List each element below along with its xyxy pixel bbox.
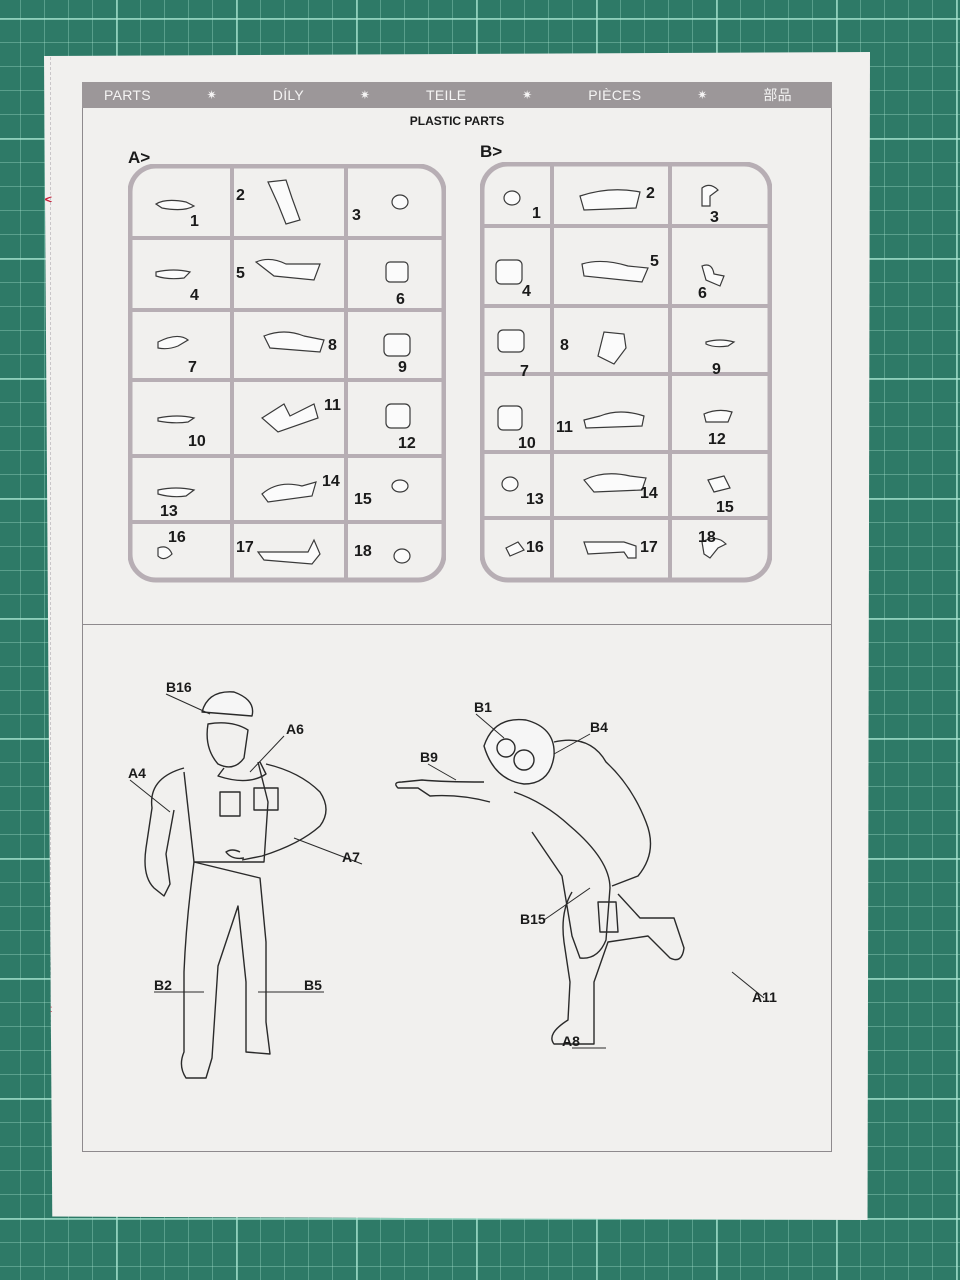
part-number: 18: [354, 543, 372, 560]
part-number: 3: [352, 207, 361, 224]
part-number: 13: [160, 503, 178, 520]
callout-label: B15: [520, 911, 546, 927]
part-number: 14: [322, 473, 340, 490]
scissors-icon: ✂: [38, 190, 54, 210]
lang-label: PIÈCES: [588, 87, 642, 103]
lang-label: 部品: [763, 87, 792, 103]
callout-label: B16: [166, 679, 192, 695]
callout-label: B5: [304, 977, 322, 993]
lang-label: TEILE: [425, 87, 467, 103]
part-number: 12: [708, 431, 726, 448]
star-separator-icon: ✷: [359, 88, 371, 102]
part-number: 3: [710, 209, 719, 226]
part-number: 9: [712, 361, 721, 378]
part-number: 9: [398, 359, 407, 376]
callout-label: B9: [420, 749, 438, 765]
part-number: 7: [520, 363, 529, 380]
part-number: 18: [698, 529, 716, 546]
part-number: 15: [716, 499, 734, 516]
part-number: 10: [188, 433, 206, 450]
assembly-illustration: B16 A6 A4 A7 B2 B5 B1 B4 B9 B15 A11 A8: [128, 679, 777, 1079]
lang-label: PARTS: [104, 87, 151, 103]
part-number: 11: [324, 397, 341, 414]
part-number: 2: [236, 187, 245, 204]
part-number: 5: [236, 265, 245, 282]
part-number: 4: [190, 287, 199, 304]
part-number: 6: [396, 291, 405, 308]
section-subtitle: PLASTIC PARTS: [409, 114, 505, 128]
star-separator-icon: ✷: [697, 88, 708, 102]
part-number: 11: [556, 419, 573, 436]
part-number: 2: [646, 185, 655, 202]
sprue-a-title: A>: [128, 148, 151, 167]
part-number: 12: [398, 435, 416, 452]
figure-standing-mechanic: [144, 691, 327, 1079]
part-number: 13: [526, 491, 544, 508]
part-number: 17: [236, 539, 254, 556]
part-number: 10: [518, 435, 536, 452]
part-number: 8: [328, 337, 337, 354]
instruction-sheet: ✂ ✂ PARTS ✷ DÍLY ✷ TEILE ✷ PIÈCES ✷ 部品 P…: [44, 52, 870, 1220]
part-number: 16: [526, 539, 544, 556]
callout-label: A11: [752, 989, 777, 1005]
sprue-a-diagram: 1 2 3 4 5 6 7 8 9 10 11 12 13 14 15 16 1…: [128, 164, 446, 583]
callout-label: A4: [128, 765, 146, 781]
part-number: 8: [560, 337, 569, 354]
callout-label: A7: [342, 849, 360, 865]
part-number: 16: [168, 529, 186, 546]
figure-pointing-pilot: [395, 718, 685, 1045]
part-number: 5: [650, 253, 659, 270]
star-separator-icon: ✷: [206, 88, 218, 102]
callout-label: A6: [286, 721, 304, 737]
callout-label: B1: [474, 699, 492, 715]
part-number: 14: [640, 485, 658, 502]
perforation-line: [50, 52, 51, 1220]
sprue-b-diagram: 1 2 3 4 5 6 7 8 9 10 11 12 13 14 15 16 1…: [480, 162, 772, 583]
part-number: 1: [190, 213, 199, 230]
lang-label: DÍLY: [272, 87, 305, 103]
star-separator-icon: ✷: [522, 88, 533, 102]
section-divider: [82, 624, 832, 625]
part-number: 7: [188, 359, 197, 376]
part-number: 17: [640, 539, 658, 556]
sprue-b-title: B>: [480, 142, 503, 161]
callout-label: A8: [562, 1033, 580, 1049]
part-number: 15: [354, 491, 372, 508]
callout-label: B2: [154, 977, 172, 993]
language-banner: PARTS ✷ DÍLY ✷ TEILE ✷ PIÈCES ✷ 部品: [82, 82, 832, 108]
part-number: 6: [698, 285, 707, 302]
callout-label: B4: [590, 719, 608, 735]
part-number: 4: [522, 283, 531, 300]
part-number: 1: [532, 205, 541, 222]
